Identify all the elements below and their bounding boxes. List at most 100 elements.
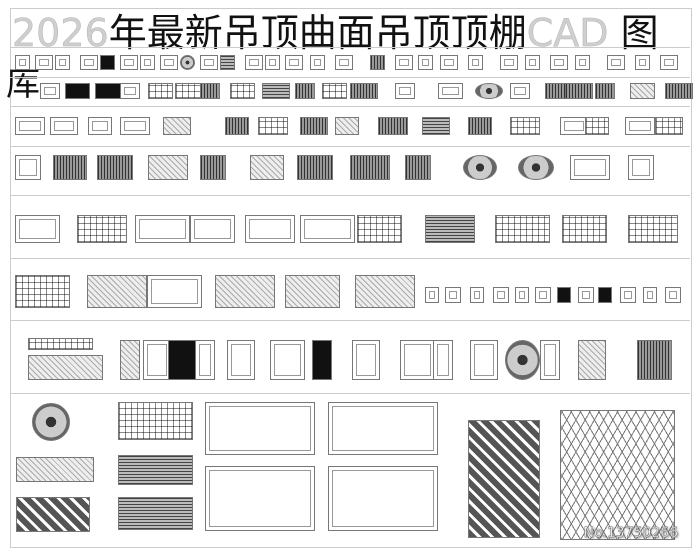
title-suffix: 图 bbox=[620, 11, 659, 55]
ceiling-thumbnail bbox=[655, 117, 683, 135]
ceiling-thumbnail bbox=[370, 55, 385, 70]
ceiling-thumbnail bbox=[65, 83, 90, 99]
ceiling-thumbnail bbox=[297, 155, 333, 180]
ceiling-thumbnail bbox=[628, 215, 678, 243]
ceiling-thumbnail bbox=[328, 466, 438, 531]
ceiling-thumbnail bbox=[352, 340, 380, 380]
ceiling-thumbnail bbox=[598, 287, 612, 303]
ceiling-thumbnail bbox=[575, 55, 590, 70]
ceiling-thumbnail bbox=[227, 340, 255, 380]
ceiling-thumbnail bbox=[500, 55, 518, 70]
ceiling-thumbnail bbox=[445, 287, 461, 303]
ceiling-thumbnail bbox=[405, 155, 431, 180]
ceiling-thumbnail bbox=[295, 83, 315, 99]
ceiling-thumbnail bbox=[270, 340, 305, 380]
row-divider bbox=[10, 195, 690, 196]
ceiling-thumbnail bbox=[148, 155, 188, 180]
ceiling-thumbnail bbox=[565, 83, 593, 99]
ceiling-thumbnail bbox=[50, 117, 78, 135]
ceiling-thumbnail bbox=[540, 340, 560, 380]
ceiling-thumbnail bbox=[245, 215, 295, 243]
ceiling-thumbnail bbox=[433, 340, 453, 380]
ceiling-thumbnail bbox=[468, 117, 492, 135]
ceiling-thumbnail bbox=[148, 83, 173, 99]
row-divider bbox=[10, 106, 690, 107]
ceiling-thumbnail bbox=[245, 55, 263, 70]
ceiling-thumbnail bbox=[475, 83, 503, 99]
ceiling-thumbnail bbox=[620, 287, 636, 303]
ceiling-thumbnail bbox=[328, 402, 438, 455]
ceiling-thumbnail bbox=[468, 420, 540, 538]
ceiling-thumbnail bbox=[515, 287, 529, 303]
row-divider bbox=[10, 47, 690, 48]
ceiling-thumbnail bbox=[628, 155, 654, 180]
row-divider bbox=[10, 146, 690, 147]
ceiling-thumbnail bbox=[120, 83, 140, 99]
ceiling-thumbnail bbox=[40, 83, 60, 99]
ceiling-thumbnail bbox=[510, 83, 530, 99]
ceiling-thumbnail bbox=[425, 287, 439, 303]
ceiling-thumbnail bbox=[28, 355, 103, 380]
ceiling-thumbnail bbox=[550, 55, 568, 70]
ceiling-thumbnail bbox=[205, 402, 315, 455]
ceiling-thumbnail bbox=[285, 55, 303, 70]
ceiling-thumbnail bbox=[355, 275, 415, 308]
title-cad: CAD bbox=[526, 11, 609, 56]
ceiling-thumbnail bbox=[470, 287, 484, 303]
ceiling-thumbnail bbox=[578, 287, 594, 303]
ceiling-thumbnail bbox=[400, 340, 435, 380]
ceiling-thumbnail bbox=[335, 55, 353, 70]
ceiling-thumbnail bbox=[395, 55, 413, 70]
ceiling-thumbnail bbox=[15, 55, 30, 70]
ceiling-thumbnail bbox=[53, 155, 87, 180]
ceiling-thumbnail bbox=[15, 275, 70, 308]
ceiling-thumbnail bbox=[205, 466, 315, 531]
ceiling-thumbnail bbox=[87, 275, 147, 308]
ceiling-thumbnail bbox=[225, 117, 249, 135]
ceiling-thumbnail bbox=[570, 155, 610, 180]
ceiling-thumbnail bbox=[322, 83, 347, 99]
ceiling-thumbnail bbox=[200, 55, 218, 70]
ceiling-thumbnail bbox=[335, 117, 359, 135]
ceiling-thumbnail bbox=[510, 117, 540, 135]
ceiling-thumbnail bbox=[535, 287, 551, 303]
ceiling-thumbnail bbox=[418, 55, 433, 70]
ceiling-thumbnail bbox=[120, 55, 138, 70]
ceiling-thumbnail bbox=[28, 338, 93, 350]
ceiling-thumbnail bbox=[230, 83, 255, 99]
ceiling-thumbnail bbox=[262, 83, 290, 99]
ceiling-thumbnail bbox=[630, 83, 655, 99]
ceiling-thumbnail bbox=[585, 117, 609, 135]
watermark: No.13750266 bbox=[583, 525, 678, 542]
ceiling-thumbnail bbox=[518, 155, 554, 180]
ceiling-thumbnail bbox=[525, 55, 540, 70]
ceiling-thumbnail bbox=[300, 215, 355, 243]
ceiling-thumbnail bbox=[118, 455, 193, 485]
ceiling-thumbnail bbox=[200, 83, 220, 99]
ceiling-thumbnail bbox=[470, 340, 498, 380]
ceiling-thumbnail bbox=[635, 55, 650, 70]
ceiling-thumbnail bbox=[258, 117, 288, 135]
ceiling-thumbnail bbox=[422, 117, 450, 135]
ceiling-thumbnail bbox=[440, 55, 458, 70]
ceiling-thumbnail bbox=[220, 55, 235, 70]
ceiling-thumbnail bbox=[160, 55, 178, 70]
ceiling-thumbnail bbox=[175, 83, 203, 99]
page-title: 2026年最新吊顶曲面吊顶顶棚CAD 图 bbox=[12, 2, 659, 57]
ceiling-thumbnail bbox=[425, 215, 475, 243]
ceiling-thumbnail bbox=[495, 215, 550, 243]
ceiling-thumbnail bbox=[395, 83, 415, 99]
title-year: 2026 bbox=[12, 11, 109, 56]
ceiling-thumbnail bbox=[265, 55, 280, 70]
ceiling-thumbnail bbox=[88, 117, 112, 135]
ceiling-thumbnail bbox=[118, 497, 193, 530]
ceiling-thumbnail bbox=[180, 55, 195, 70]
ceiling-thumbnail bbox=[285, 275, 340, 308]
ceiling-thumbnail bbox=[637, 340, 672, 380]
ceiling-thumbnail bbox=[250, 155, 284, 180]
ceiling-thumbnail bbox=[463, 155, 497, 180]
ceiling-thumbnail bbox=[200, 155, 226, 180]
ceiling-thumbnail bbox=[147, 275, 202, 308]
ceiling-thumbnail bbox=[97, 155, 133, 180]
ceiling-thumbnail bbox=[350, 83, 378, 99]
